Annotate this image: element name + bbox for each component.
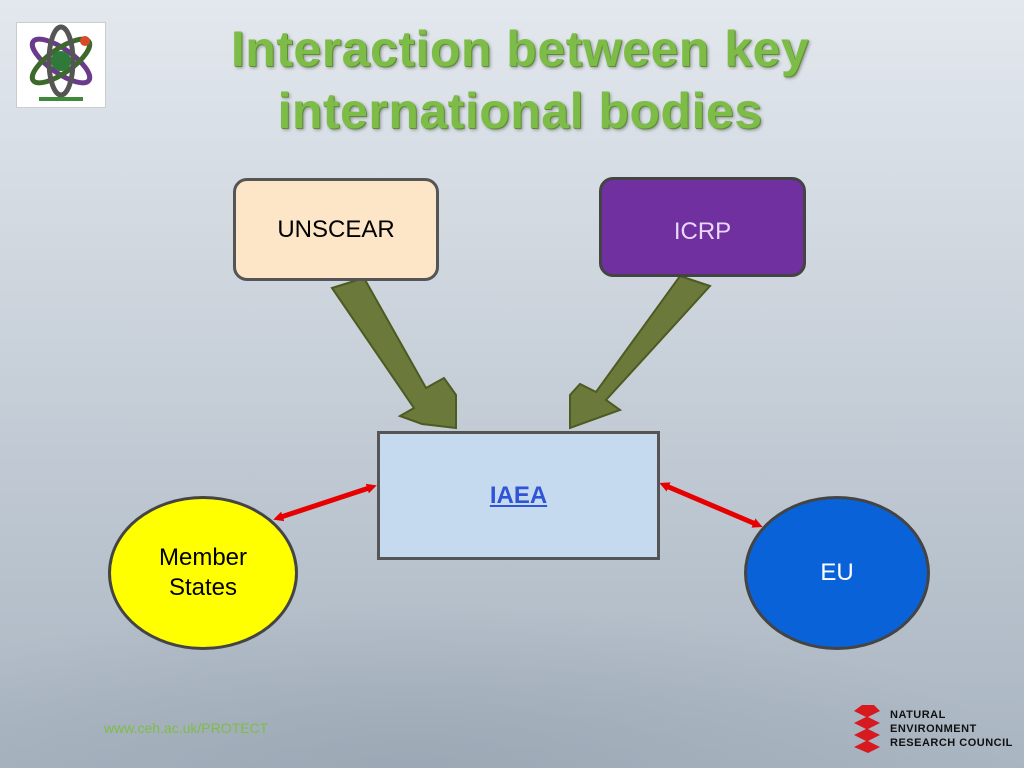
atom-logo-icon	[29, 24, 93, 101]
node-icrp-label: ICRP	[673, 218, 732, 245]
title-line-1: Interaction between key	[230, 21, 810, 77]
title-line-2: international bodies	[277, 83, 763, 139]
node-unscear: UNSCEAR	[233, 178, 439, 281]
nerc-logo: NATURAL ENVIRONMENT RESEARCH COUNCIL	[848, 703, 1018, 755]
node-icrp: ICRP	[599, 177, 806, 277]
nerc-line-1: NATURAL	[890, 709, 946, 721]
arrow-icrp-to-iaea	[569, 274, 712, 430]
footer-url[interactable]: www.ceh.ac.uk/PROTECT	[104, 720, 269, 736]
link-member-states-iaea	[273, 483, 377, 522]
nerc-line-3: RESEARCH COUNCIL	[890, 737, 1013, 749]
arrow-unscear-to-iaea	[330, 276, 457, 430]
member-states-line-1: Member	[158, 544, 248, 571]
slide-title: Interaction between key international bo…	[140, 18, 900, 142]
member-states-line-2: States	[168, 574, 238, 601]
nerc-mark-icon	[854, 705, 880, 753]
protect-logo	[16, 22, 106, 108]
node-member-states: Member States	[108, 496, 298, 650]
node-eu: EU	[744, 496, 930, 650]
node-eu-label: EU	[820, 559, 854, 586]
nerc-line-2: ENVIRONMENT	[890, 723, 977, 735]
link-iaea-eu	[659, 482, 763, 528]
nerc-wordmark: NATURAL ENVIRONMENT RESEARCH COUNCIL	[890, 708, 1013, 750]
node-unscear-label: UNSCEAR	[277, 215, 395, 243]
node-iaea-link[interactable]: IAEA	[489, 481, 548, 509]
node-iaea[interactable]: IAEA	[377, 431, 660, 560]
